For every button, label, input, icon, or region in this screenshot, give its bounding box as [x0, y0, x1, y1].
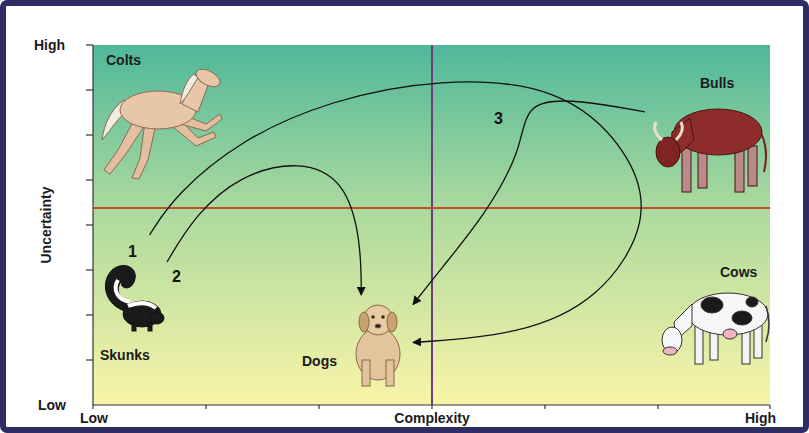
dog-leg	[386, 360, 394, 386]
animal-label: Dogs	[302, 353, 337, 369]
callout-number: 3	[494, 110, 503, 128]
cow-muzzle	[663, 347, 677, 355]
tick	[86, 224, 93, 225]
dog-leg	[362, 360, 370, 386]
cow-leg	[695, 326, 703, 364]
bull-head	[656, 137, 680, 167]
dog-eye	[371, 315, 374, 318]
axis-label: Low	[80, 410, 108, 426]
animal-node: Dogs	[298, 295, 413, 390]
tick	[86, 44, 93, 45]
tick	[86, 179, 93, 180]
bull-figure	[655, 109, 766, 192]
plot-ground	[93, 45, 770, 405]
animal-node: Colts	[98, 50, 218, 180]
tick	[86, 314, 93, 315]
quadrant-divider	[93, 207, 770, 209]
dog-nose	[375, 324, 381, 328]
skunk-figure	[105, 266, 164, 331]
tick	[92, 405, 93, 409]
animal-node: Cows	[650, 262, 773, 372]
tick	[86, 359, 93, 360]
tick	[657, 405, 658, 409]
skunk-leg	[132, 323, 136, 331]
bull-leg	[682, 148, 691, 192]
bull-horn	[676, 122, 682, 140]
tick	[86, 269, 93, 270]
tick	[769, 405, 770, 409]
animal-label: Skunks	[100, 347, 150, 363]
flow-arrow	[413, 101, 645, 305]
tick	[86, 134, 93, 135]
tick	[86, 89, 93, 90]
animal-label: Cows	[720, 264, 757, 280]
cow-tail	[766, 306, 769, 342]
axis-label: High	[745, 410, 776, 426]
colt-leg	[132, 122, 156, 179]
animal-node: Bulls	[645, 75, 773, 198]
tick	[318, 405, 319, 409]
cow-figure	[662, 293, 769, 364]
colt-mane	[180, 74, 198, 104]
cow-spot	[701, 297, 723, 313]
animal-label: Bulls	[700, 75, 734, 91]
axis-ticks	[86, 45, 770, 409]
skunk-leg	[148, 323, 152, 331]
axis-label: Complexity	[394, 410, 469, 426]
axis-label: High	[34, 37, 65, 53]
dog-ear	[387, 312, 397, 332]
skunk-head	[150, 312, 164, 324]
dog-figure	[356, 305, 400, 386]
tick	[431, 405, 432, 409]
callout-number: 2	[172, 268, 181, 286]
quadrant-divider	[431, 45, 433, 405]
tick	[544, 405, 545, 409]
bull-leg	[748, 146, 757, 186]
cow-spot	[732, 311, 752, 325]
callout-number: 1	[128, 243, 137, 261]
tick	[205, 405, 206, 409]
cow-spot	[746, 297, 758, 307]
bull-leg	[735, 148, 744, 192]
skunk-stripe	[128, 303, 156, 308]
dog-eye	[381, 315, 384, 318]
colt-figure	[102, 66, 223, 179]
skunk-stripe	[116, 280, 130, 302]
axis-label: Low	[38, 397, 66, 413]
dog-ear	[359, 312, 369, 332]
flow-arrow	[167, 166, 361, 295]
flow-arrow	[150, 82, 642, 343]
bull-horn	[655, 122, 662, 140]
cow-udder	[723, 329, 737, 339]
animal-label: Colts	[106, 52, 141, 68]
axis-label: Uncertainty	[38, 186, 54, 263]
